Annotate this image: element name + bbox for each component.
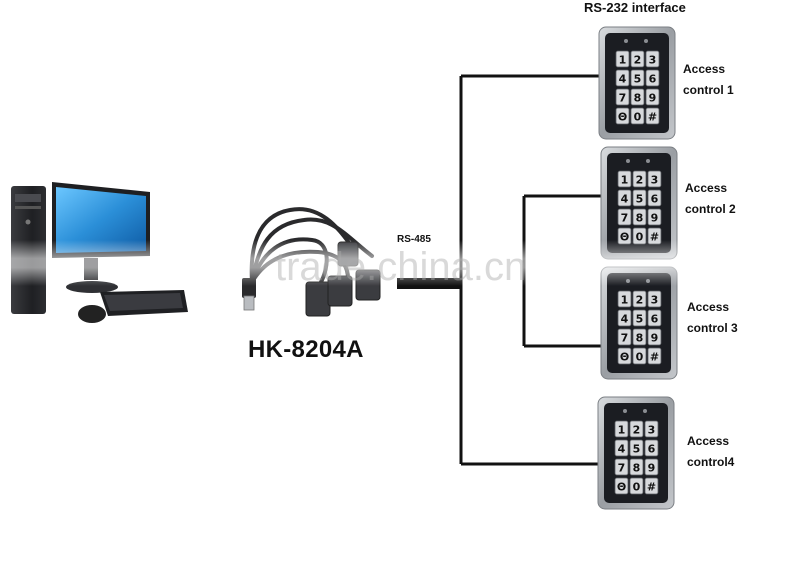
- device-label-1-line2: control 1: [683, 80, 734, 101]
- keypad-key-label: 8: [636, 212, 644, 225]
- device-label-2-line2: control 2: [685, 199, 736, 220]
- device-label-1: Access control 1: [683, 59, 734, 101]
- diagram-title: RS-232 interface: [584, 0, 686, 15]
- watermark-text: trade.china.cn: [275, 245, 526, 290]
- keypad-key-label: 9: [651, 332, 659, 345]
- keypad-key-label: 3: [649, 54, 657, 67]
- keypad-key-label: 8: [634, 92, 642, 105]
- keypad-key-label: 8: [633, 462, 641, 475]
- device-label-2: Access control 2: [685, 178, 736, 220]
- keypad-key-label: 5: [634, 73, 642, 86]
- keypad-key-label: 2: [634, 54, 642, 67]
- keypad-key-label: Θ: [620, 351, 629, 364]
- keypad-key-label: 5: [636, 313, 644, 326]
- keypad-key-label: 0: [633, 481, 641, 494]
- keypad-key-label: #: [647, 481, 656, 494]
- keypad-key-label: 6: [651, 313, 659, 326]
- keypad-key-label: #: [650, 351, 659, 364]
- keypad-key-label: 0: [634, 111, 642, 124]
- keypad-key-label: 1: [621, 174, 629, 187]
- keypad-key-label: 1: [619, 54, 627, 67]
- device-label-3-line1: Access: [687, 297, 738, 318]
- device-label-4-line1: Access: [687, 431, 734, 452]
- keypad-key-label: 5: [636, 193, 644, 206]
- keypad-key-label: 6: [649, 73, 657, 86]
- keypad-key-label: Θ: [618, 111, 627, 124]
- device-label-2-line1: Access: [685, 178, 736, 199]
- bus-label: RS-485: [397, 234, 431, 245]
- device-label-1-line1: Access: [683, 59, 734, 80]
- device-label-3: Access control 3: [687, 297, 738, 339]
- keypad-key-label: 3: [651, 294, 659, 307]
- keypad-key-label: 4: [621, 313, 629, 326]
- keypad-key-label: 4: [621, 193, 629, 206]
- keypad-key-label: 1: [618, 424, 626, 437]
- keypad-key-label: 6: [648, 443, 656, 456]
- keypad-key-label: 7: [621, 332, 629, 345]
- keypad-key-label: 1: [621, 294, 629, 307]
- keypad-key-label: 4: [619, 73, 627, 86]
- keypad-key-label: 9: [651, 212, 659, 225]
- keypad-key-label: 2: [636, 174, 644, 187]
- keypad-key-label: 7: [619, 92, 627, 105]
- keypad-key-label: Θ: [617, 481, 626, 494]
- keypad-key-label: #: [648, 111, 657, 124]
- keypad-key-label: 3: [651, 174, 659, 187]
- keypad-key-label: 7: [618, 462, 626, 475]
- keypad-key-label: 7: [621, 212, 629, 225]
- keypad-4-icon: 123 456 789Θ0 #: [598, 397, 674, 509]
- keypad-key-label: 6: [651, 193, 659, 206]
- keypad-key-label: 0: [636, 351, 644, 364]
- keypad-key-label: 2: [636, 294, 644, 307]
- keypad-key-label: 3: [648, 424, 656, 437]
- keypad-key-label: 9: [648, 462, 656, 475]
- keypad-key-label: 9: [649, 92, 657, 105]
- device-label-3-line2: control 3: [687, 318, 738, 339]
- keypad-key-label: 5: [633, 443, 641, 456]
- keypad-key-label: 4: [618, 443, 626, 456]
- device-label-4: Access control4: [687, 431, 734, 473]
- keypad-key-label: 8: [636, 332, 644, 345]
- keypad-key-label: 2: [633, 424, 641, 437]
- device-label-4-line2: control4: [687, 452, 734, 473]
- product-name: HK-8204A: [248, 336, 364, 364]
